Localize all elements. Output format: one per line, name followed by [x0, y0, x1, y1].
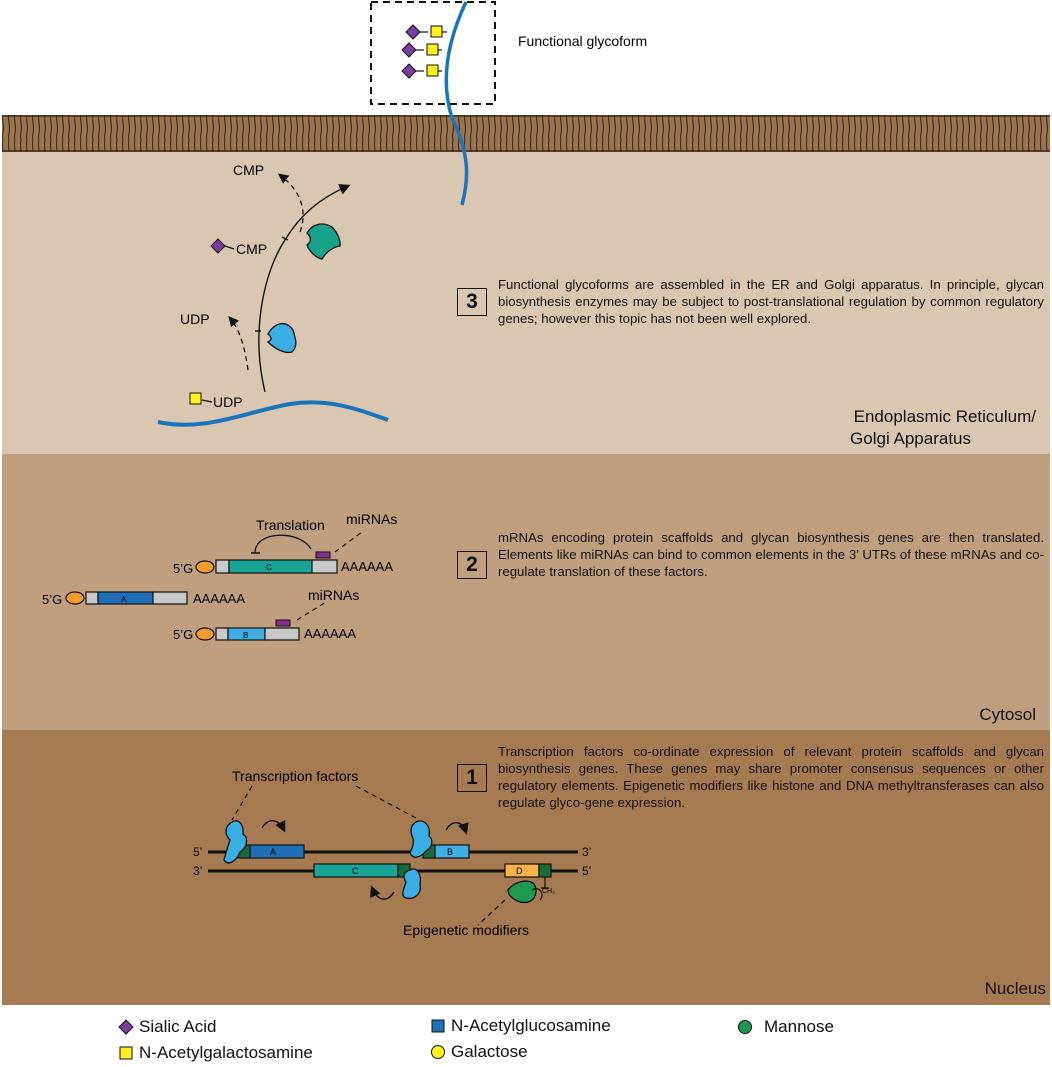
legend-galactose-label: Galactose	[451, 1042, 528, 1061]
dna-top-right-label: 3’	[582, 845, 591, 859]
cmp-out-label: CMP	[233, 162, 264, 178]
er-region-label-line2: Golgi Apparatus	[850, 429, 971, 448]
mrna-c-cap-label: 5’G	[173, 561, 193, 576]
tf-gene-b	[409, 820, 433, 858]
epigenetic-modifier-enzyme	[507, 880, 537, 904]
cell-membrane	[2, 115, 1050, 152]
mannose-icon	[738, 1020, 752, 1034]
gene-a	[249, 844, 305, 859]
legend-glcnac-label: N-Acetylglucosamine	[451, 1016, 611, 1035]
legend-mannose: Mannose	[737, 1017, 834, 1037]
step-3-number: 3	[457, 288, 487, 316]
legend-mannose-label: Mannose	[764, 1017, 834, 1036]
mrna-a-gene-label: A	[121, 595, 127, 604]
cmp-release-arrow	[277, 173, 304, 233]
tf-label: Transcription factors	[232, 768, 358, 784]
legend-n-acetylgalactosamine: N-Acetylgalactosamine	[118, 1043, 313, 1063]
mrna-c-polya: AAAAAA	[341, 559, 393, 574]
galnac-transferase-enzyme	[266, 323, 297, 354]
n-acetylgalactosamine-icon	[119, 1046, 133, 1060]
mrna-c-gene-label: C	[266, 563, 272, 572]
mirna-label-2: miRNAs	[308, 587, 359, 603]
n-acetylglucosamine-icon	[431, 1019, 445, 1033]
gene-a-label: A	[270, 847, 276, 857]
nucleus-region-label: Nucleus	[984, 979, 1046, 998]
galnac-donor-icon	[189, 392, 202, 405]
er-region	[2, 152, 1050, 454]
methyl-label: CH₃	[542, 888, 555, 895]
legend-galnac-label: N-Acetylgalactosamine	[139, 1043, 313, 1062]
mrna-c: 5’G C AAAAAA	[173, 551, 393, 576]
gene-b	[434, 844, 470, 859]
legend-galactose: Galactose	[430, 1042, 528, 1062]
mrna-a-polya: AAAAAA	[193, 591, 245, 606]
gene-b-label: B	[447, 847, 453, 857]
protein-backbone	[444, 1, 469, 206]
mrna-a: 5’G A AAAAAA	[42, 591, 245, 607]
er-region-label-line1: Endoplasmic Reticulum/	[853, 407, 1036, 426]
sialic-acid-donor-icon	[210, 238, 226, 254]
mrna-a-cap-label: 5’G	[42, 592, 62, 607]
mrna-b-gene-label: B	[243, 631, 248, 640]
sialyltransferase-enzyme	[306, 223, 341, 260]
tf-gene-a	[223, 820, 248, 864]
epi-label: Epigenetic modifiers	[403, 922, 529, 938]
udp-release-arrow	[228, 316, 249, 371]
legend-n-acetylglucosamine: N-Acetylglucosamine	[430, 1016, 611, 1036]
mrna-b: 5’G B AAAAAA	[173, 619, 356, 642]
glycosylation-pathway-arrow	[258, 184, 351, 393]
gene-c-label: C	[352, 866, 359, 876]
udp-out-label: UDP	[180, 311, 210, 327]
dna-bottom-left-label: 3’	[193, 864, 202, 878]
mirna-label-1: miRNAs	[346, 511, 397, 527]
gene-d-promoter	[538, 863, 552, 878]
udp-donor-label: UDP	[213, 394, 243, 410]
legend-sialic-acid: Sialic Acid	[118, 1017, 216, 1037]
step-3-description: Functional glycoforms are assembled in t…	[498, 277, 1044, 326]
step-1-description: Transcription factors co-ordinate expres…	[498, 744, 1044, 810]
step-1-number: 1	[457, 764, 487, 792]
glycoform-box	[370, 1, 496, 105]
dna-bottom-right-label: 5’	[582, 864, 591, 878]
legend-sialic-acid-label: Sialic Acid	[139, 1017, 217, 1036]
gene-d-label: D	[516, 866, 523, 876]
cytosol-region-label: Cytosol	[979, 705, 1036, 724]
dna-top-left-label: 5’	[193, 845, 202, 859]
tf-gene-c	[402, 868, 422, 900]
er-protein-strand	[157, 400, 389, 427]
step-2-number: 2	[457, 551, 487, 579]
translation-label: Translation	[256, 517, 325, 533]
functional-glycoform-label: Functional glycoform	[518, 33, 647, 49]
mrna-b-cap-label: 5’G	[173, 627, 193, 642]
glycoform-glycans	[401, 24, 447, 79]
mrna-b-polya: AAAAAA	[304, 626, 356, 641]
translation-arc	[254, 534, 312, 554]
galactose-icon	[431, 1045, 445, 1059]
cmp-donor-label: CMP	[236, 241, 267, 257]
sialic-acid-icon	[118, 1019, 134, 1035]
step-2-description: mRNAs encoding protein scaffolds and gly…	[498, 530, 1044, 579]
